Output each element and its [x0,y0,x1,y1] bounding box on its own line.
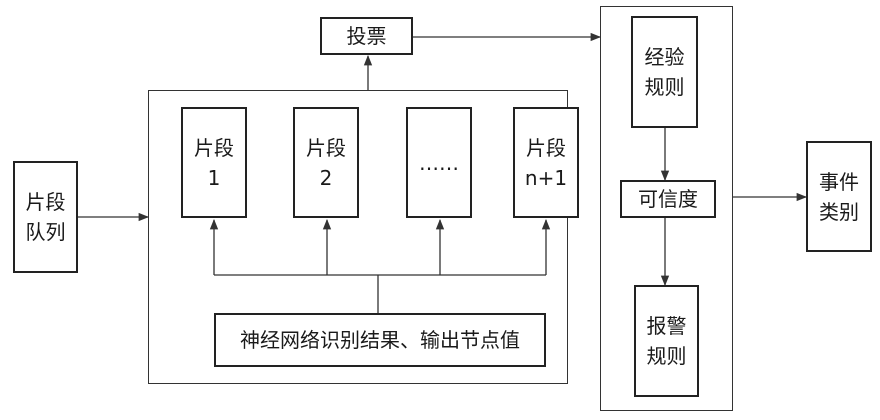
experience-rules-label: 经验 规则 [644,45,685,99]
vote-node: 投票 [320,17,413,55]
segment-2-node: 片段 2 [293,107,359,218]
segment-2-label: 片段 2 [306,135,346,190]
alarm-rules-node: 报警 规则 [634,285,699,397]
event-type-node: 事件 类别 [806,141,872,252]
nn-output-node: 神经网络识别结果、输出节点值 [214,313,546,367]
rules-group-frame [600,6,733,411]
segment-1-node: 片段 1 [181,107,247,218]
segment-ellipsis-node: …… [406,107,472,218]
segment-n-plus-1-label: 片段 n+1 [524,135,568,190]
experience-rules-node: 经验 规则 [631,16,698,128]
event-type-label: 事件 类别 [819,169,859,224]
segment-queue-node: 片段 队列 [13,161,78,273]
alarm-rules-label: 报警 规则 [646,314,687,368]
segment-1-label: 片段 1 [194,135,234,190]
credibility-node: 可信度 [620,180,716,218]
vote-label: 投票 [346,24,387,48]
segment-n-plus-1-node: 片段 n+1 [513,107,579,218]
nn-output-label: 神经网络识别结果、输出节点值 [240,328,520,352]
segment-queue-label: 片段 队列 [25,190,66,244]
segments-group-frame [148,90,568,384]
segment-ellipsis-label: …… [419,150,459,175]
credibility-label: 可信度 [638,187,698,211]
